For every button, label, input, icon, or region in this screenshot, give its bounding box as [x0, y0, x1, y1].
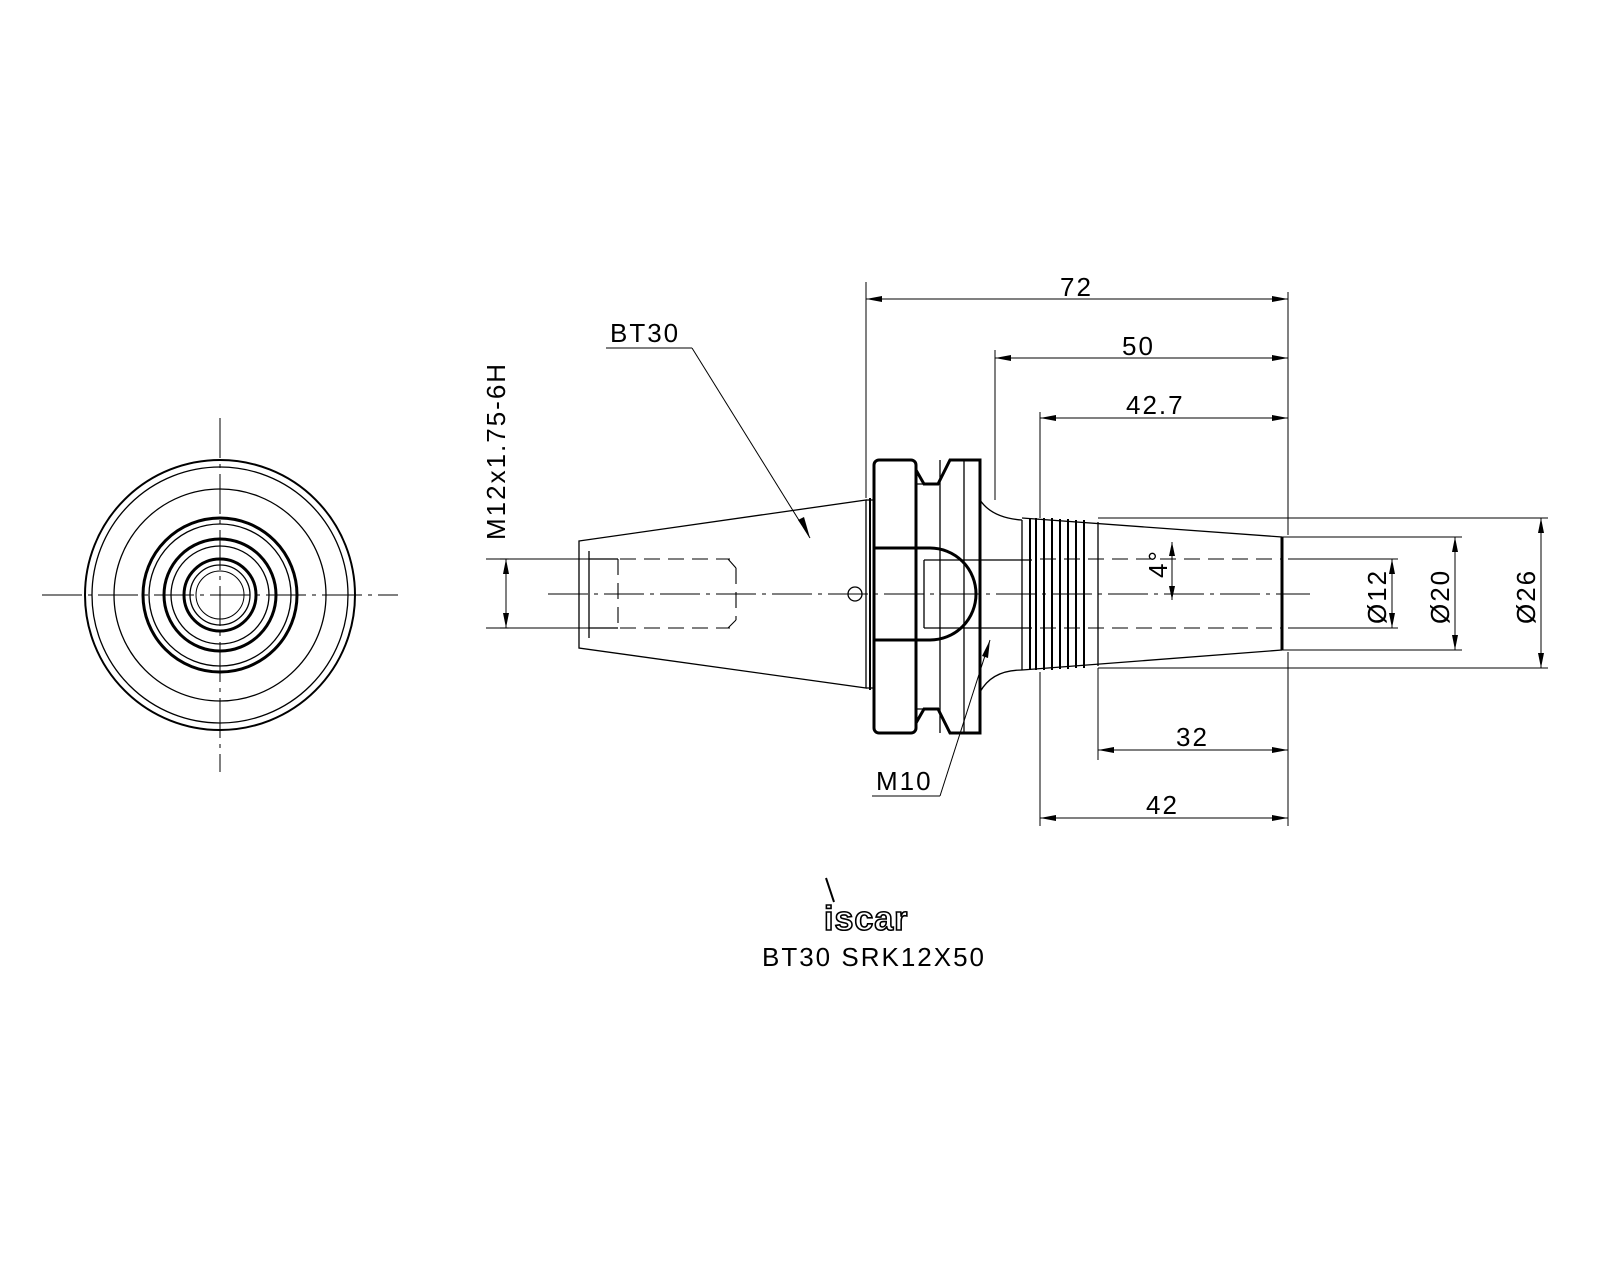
dim-dia-26: Ø26 [1511, 569, 1541, 624]
dim-42: 42 [1146, 790, 1179, 820]
dim-72: 72 [1060, 272, 1093, 302]
taper-label: BT30 [610, 318, 680, 348]
dim-4-deg: 4° [1143, 549, 1173, 578]
title-block: iscar BT30 SRK12X50 [762, 877, 986, 972]
dim-dia-20: Ø20 [1425, 569, 1455, 624]
thread-label: M12x1.75-6H [481, 362, 511, 540]
dimensions: 72 50 42.7 32 42 Ø12 [481, 272, 1548, 826]
dim-42-7: 42.7 [1126, 390, 1185, 420]
dim-50: 50 [1122, 331, 1155, 361]
dim-32: 32 [1176, 722, 1209, 752]
model-title: BT30 SRK12X50 [762, 942, 986, 972]
screw-label: M10 [876, 766, 933, 796]
dim-dia-12: Ø12 [1362, 569, 1392, 624]
thread-grooves [1035, 518, 1085, 670]
iscar-logo: iscar [824, 900, 908, 938]
end-view [42, 418, 398, 772]
side-view [500, 458, 1310, 735]
